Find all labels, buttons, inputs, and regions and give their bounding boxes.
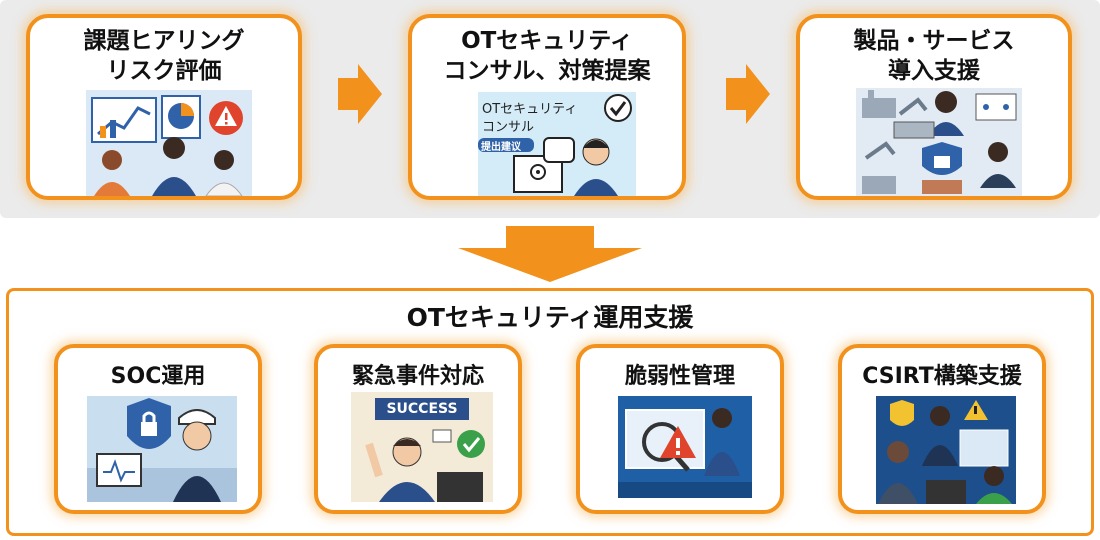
product-deployment-support-illustration bbox=[856, 88, 1022, 196]
step-title: OTセキュリティ コンサル、対策提案 bbox=[443, 28, 651, 84]
down-arrow-icon bbox=[458, 226, 642, 286]
image-badge: SUCCESS bbox=[386, 401, 458, 417]
step-title: 課題ヒアリング リスク評価 bbox=[83, 28, 245, 84]
service-incident-response: 緊急事件対応 SUCCESS bbox=[314, 344, 522, 514]
csirt-team-illustration bbox=[876, 396, 1016, 504]
operation-support-title: OTセキュリティ運用支援 bbox=[406, 303, 694, 332]
step-deployment-support: 製品・サービス 導入支援 bbox=[796, 14, 1072, 200]
ot-security-consultant-illustration: OTセキュリティ コンサル 提出建议 bbox=[478, 92, 636, 196]
step-ot-consulting: OTセキュリティ コンサル、対策提案 OTセキュリティ コンサル 提出建议 bbox=[408, 14, 686, 200]
service-title: SOC運用 bbox=[110, 364, 206, 389]
image-caption-line1: OTセキュリティ bbox=[482, 102, 578, 117]
service-soc: SOC運用 bbox=[54, 344, 262, 514]
incident-response-illustration: SUCCESS bbox=[351, 392, 493, 502]
right-arrow-icon bbox=[726, 64, 770, 128]
service-csirt: CSIRT構築支援 bbox=[838, 344, 1046, 514]
service-title: 脆弱性管理 bbox=[624, 364, 735, 389]
service-vulnerability-management: 脆弱性管理 bbox=[576, 344, 784, 514]
service-title: CSIRT構築支援 bbox=[862, 364, 1022, 389]
step-risk-assessment: 課題ヒアリング リスク評価 bbox=[26, 14, 302, 200]
step-title: 製品・サービス 導入支援 bbox=[853, 28, 1015, 84]
right-arrow-icon bbox=[338, 64, 382, 128]
image-caption-line2: コンサル bbox=[482, 120, 535, 135]
service-title: 緊急事件対応 bbox=[351, 364, 484, 389]
soc-operator-illustration bbox=[87, 396, 237, 502]
image-badge: 提出建议 bbox=[481, 142, 521, 153]
vulnerability-management-illustration bbox=[618, 396, 752, 498]
risk-assessment-meeting-illustration bbox=[86, 90, 252, 196]
